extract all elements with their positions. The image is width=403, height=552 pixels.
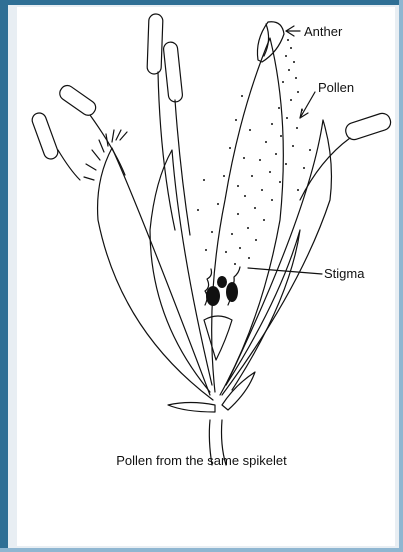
- label-stigma: Stigma: [324, 266, 365, 281]
- anther-4: [30, 111, 60, 161]
- anther-2: [163, 41, 183, 102]
- stigma-pollen-mass: [206, 276, 238, 306]
- ovary: [204, 316, 232, 360]
- figure-caption: Pollen from the same spikelet: [0, 453, 403, 468]
- anther-1: [147, 14, 163, 74]
- palea-right: [222, 120, 331, 395]
- filament-2: [175, 100, 190, 235]
- label-pollen: Pollen: [318, 80, 354, 95]
- lower-bract-left: [168, 403, 215, 413]
- palea-right-inner: [226, 230, 300, 390]
- anther-5: [344, 111, 393, 141]
- lower-bract-right: [222, 372, 255, 410]
- anther-3: [57, 83, 98, 118]
- outer-glume: [98, 148, 213, 400]
- label-anther: Anther: [304, 24, 343, 39]
- lemma-left: [150, 150, 212, 392]
- pollen-pointer: [300, 92, 315, 118]
- pollen-dots: [197, 39, 311, 265]
- filament-5: [300, 138, 350, 200]
- filament-4: [58, 150, 80, 180]
- lemma-center: [212, 38, 284, 395]
